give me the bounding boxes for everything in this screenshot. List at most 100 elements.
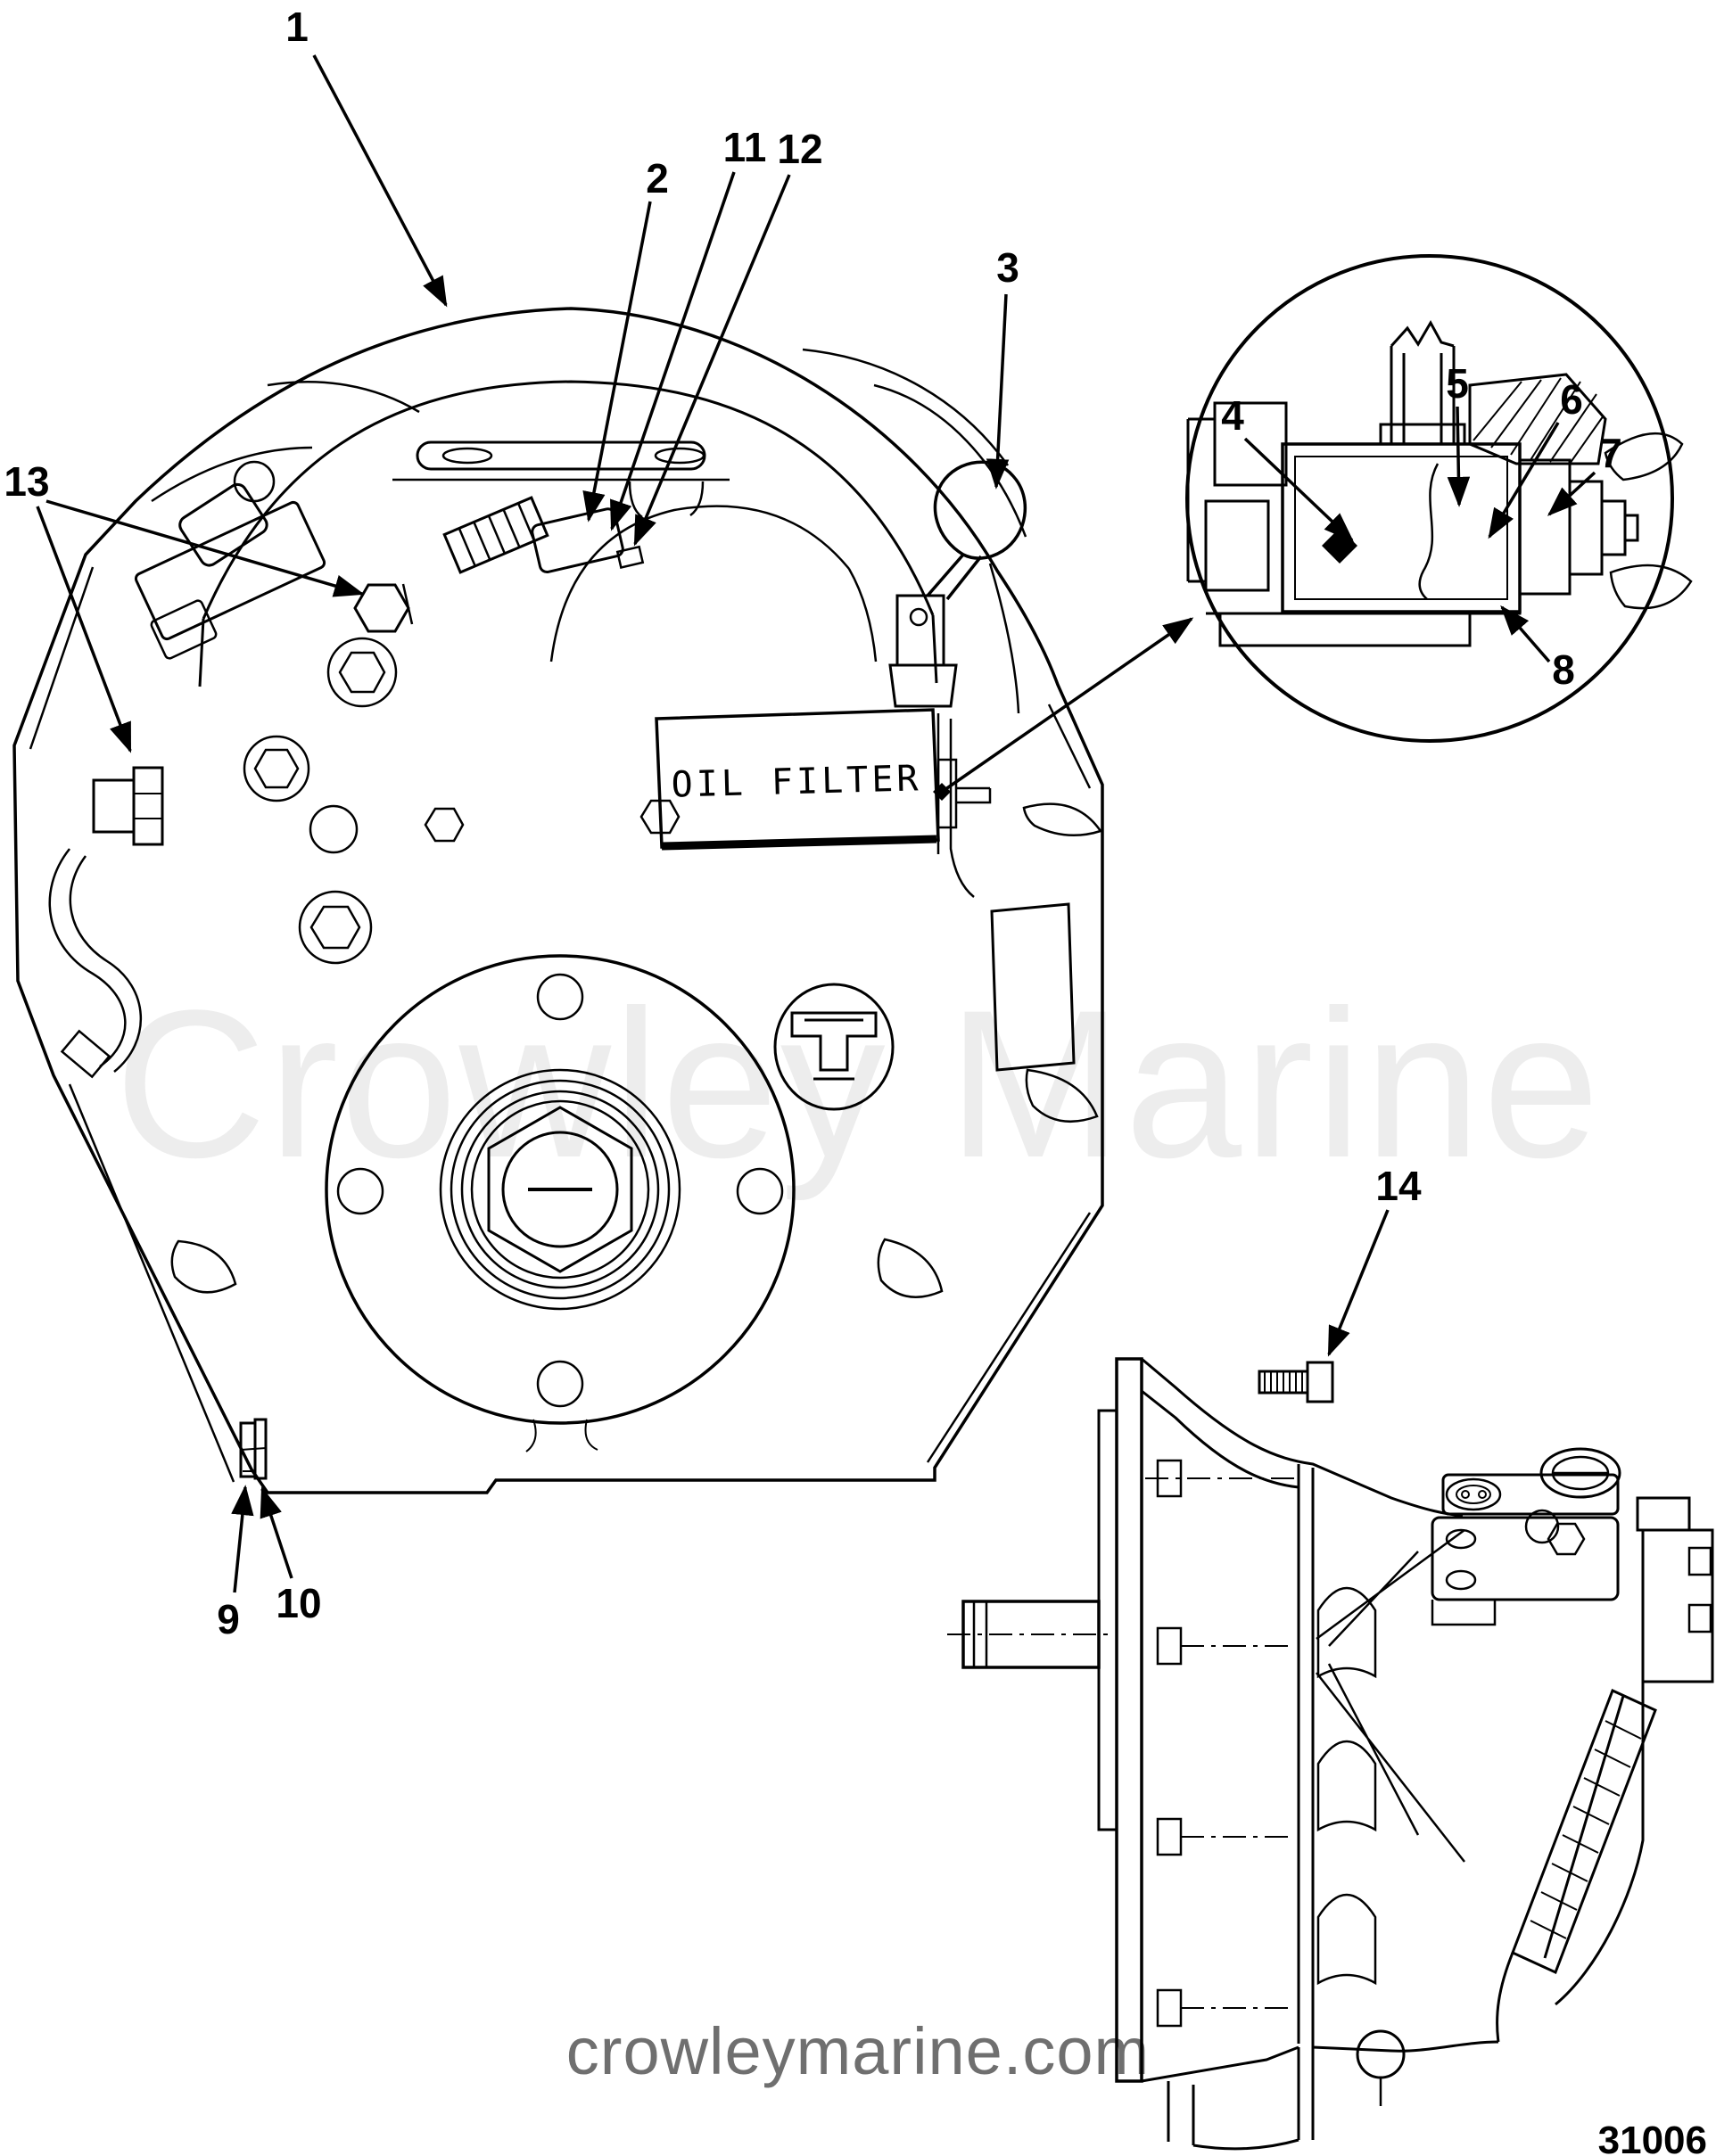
lever-hex-nut xyxy=(1547,1522,1586,1556)
small-cylinder xyxy=(150,599,218,660)
shaft-cap-lines xyxy=(972,1601,988,1667)
bolt-centerlines xyxy=(1145,1477,1295,2009)
callout-11-leader xyxy=(610,171,736,531)
cover-rib-hatches xyxy=(1530,1720,1642,1939)
detail-left-housing xyxy=(1186,401,1288,592)
sender-nipple xyxy=(615,545,645,569)
striped-connector xyxy=(442,496,549,574)
filter-pin xyxy=(956,786,992,804)
callout-14: 14 xyxy=(1375,1163,1422,1209)
inner-dome-arc xyxy=(198,380,938,687)
cast-scurve xyxy=(48,848,142,1073)
bolt-hole xyxy=(736,1167,784,1215)
footer-website-text: crowleymarine.com xyxy=(565,2014,1151,2088)
plate-slot-right xyxy=(654,447,705,465)
boss-ring-2 xyxy=(450,1079,671,1300)
callout-10-leader xyxy=(260,1486,293,1579)
detail-reference-arrow xyxy=(941,617,1194,794)
callout-3-leader xyxy=(986,293,1010,490)
bolt-14-head xyxy=(1306,1361,1334,1403)
boss-ring-3 xyxy=(460,1090,660,1289)
cable-eye-small xyxy=(1445,1477,1502,1511)
socket-bolt xyxy=(326,637,398,708)
center-hex-nut xyxy=(487,1106,633,1273)
callout-6-leader xyxy=(1488,422,1560,539)
brand-logo xyxy=(773,983,895,1111)
oil-filter-label: OIL FILTER xyxy=(671,758,922,805)
bell-top-profile xyxy=(1141,1357,1464,1518)
plain-hole xyxy=(309,804,359,854)
hatch-lines xyxy=(1473,377,1605,465)
switch-body xyxy=(178,482,268,567)
boss-inner-circle xyxy=(501,1131,619,1248)
detail-base-plate xyxy=(1206,588,1522,647)
sender-switch-cluster xyxy=(134,482,645,660)
callout-14-leader xyxy=(1327,1209,1390,1357)
cover-bolts xyxy=(233,460,681,965)
callout-2: 2 xyxy=(646,155,669,202)
mounting-bolt-14 xyxy=(1258,1361,1334,1403)
callout-1-leader xyxy=(312,54,448,308)
cone-ribs xyxy=(1316,1528,1465,1863)
central-bearing-boss xyxy=(325,954,796,1452)
rib-crescents xyxy=(170,802,1102,1298)
callout-leaders xyxy=(36,54,1596,1593)
dipstick-assembly xyxy=(888,460,1027,714)
eye-pin xyxy=(1478,1490,1487,1499)
eye-pin xyxy=(1461,1490,1470,1499)
plain-hole xyxy=(233,460,276,503)
sender-cylinder xyxy=(1281,442,1522,613)
dipstick-base xyxy=(888,663,958,708)
filter-pocket-edge xyxy=(936,713,975,898)
valve-tab xyxy=(1687,1546,1712,1576)
plate-slot-left xyxy=(441,447,493,465)
reference-arrow-origin-diamond xyxy=(933,783,951,801)
bolt-hole xyxy=(336,1167,384,1215)
housing-edge-offsets xyxy=(29,566,1092,1483)
fitting-stack xyxy=(1520,458,1639,596)
hex-plug-washer-line xyxy=(401,583,414,625)
socket-bolt xyxy=(298,890,373,965)
flange-plate xyxy=(1115,1357,1143,2083)
hex-plug xyxy=(353,583,410,633)
bullet-reliefs xyxy=(1316,1586,1377,1986)
bell-rear-verticals xyxy=(1297,1464,1315,2047)
bolt-head xyxy=(1156,1626,1183,1666)
hex-nut xyxy=(639,799,681,835)
hex-nut xyxy=(424,807,465,843)
side-bottom-profile xyxy=(1141,2040,1499,2151)
switch-bracket-plate xyxy=(134,500,326,641)
top-mounting-plate xyxy=(416,440,706,471)
callout-9-leader xyxy=(231,1485,254,1593)
logo-circle xyxy=(773,983,895,1111)
drawing-number: 31006 xyxy=(1597,2119,1707,2156)
bracket-step xyxy=(1431,1600,1497,1626)
socket-bolt-hex xyxy=(309,905,361,950)
callout-4-leader xyxy=(1243,437,1355,542)
callout-13: 13 xyxy=(4,458,49,505)
boss-ring-1 xyxy=(439,1068,681,1311)
detail-circle xyxy=(1185,254,1693,743)
callout-5: 5 xyxy=(1446,360,1469,407)
valve-block xyxy=(1641,1528,1714,1683)
callout-8: 8 xyxy=(1552,646,1575,693)
callout-7: 7 xyxy=(1599,430,1622,476)
bolt-head xyxy=(1156,1988,1183,2028)
plug-body xyxy=(92,778,136,834)
callout-2-leader xyxy=(582,201,652,523)
callout-9: 9 xyxy=(217,1596,240,1642)
connector-stripes xyxy=(458,502,536,567)
bracket-hole xyxy=(1445,1569,1477,1591)
threaded-stud xyxy=(1379,319,1466,444)
bracket-hole xyxy=(1445,1528,1477,1550)
boss-outer-circle xyxy=(325,954,796,1425)
clamp-hole xyxy=(909,607,928,627)
sender-break-line xyxy=(1418,463,1440,600)
callout-7-leader xyxy=(1547,471,1596,516)
callout-4: 4 xyxy=(1221,392,1244,439)
valve-tab xyxy=(1687,1603,1712,1633)
drain-plug xyxy=(239,1418,268,1480)
logo-T-glyph xyxy=(790,1011,878,1081)
